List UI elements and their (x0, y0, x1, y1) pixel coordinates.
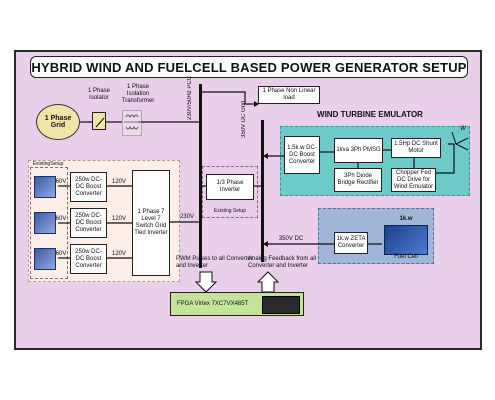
solar-panel-2-icon (34, 212, 56, 234)
boost-converter-2: 250w DC-DC Boost Converter (70, 208, 107, 238)
wind-dcdc-box: 1.5k.w DC-DC Boost Converter (284, 136, 320, 174)
shunt-motor-box: 1.5Hp DC Shunt Motor (391, 138, 441, 158)
fuelcell-dc-label: 350V DC (278, 236, 304, 242)
fuelcell-label: Fuel Cell (394, 254, 418, 260)
grid-circle: 1 Phase Grid (36, 104, 80, 140)
panel-3-voltage: 60V (55, 251, 67, 257)
linear-load-box: 1 Phase Non Linear load (258, 86, 320, 104)
three-phase-existing-dashed (202, 166, 258, 218)
zeta-converter-box: 1k.w ZETA Converter (334, 232, 368, 254)
seven-level-inverter: 1 Phase 7 Level 7 Switch Grid Tied Inver… (132, 170, 170, 276)
transformer-label: 1 Phase Isolation Transformer (121, 84, 155, 104)
fuelcell-icon (384, 225, 428, 255)
wind-symbol-label: W (460, 126, 466, 132)
three-phase-inverter-label: 1/3 Phase Inverter (216, 180, 244, 193)
isolator-switch (92, 112, 106, 130)
shunt-motor-label: 1.5Hp DC Shunt Motor (394, 141, 438, 154)
boost-converter-1: 250w DC-DC Boost Converter (70, 172, 107, 202)
rectifier-label: 3Ph Diode Bridge Rectifier (337, 173, 379, 186)
switch-icon (95, 117, 105, 128)
pcc-label: 230V/50Hz PCC (187, 75, 193, 120)
fpga-board-icon (262, 296, 300, 314)
isolator-label: 1 Phase Isolator (87, 88, 111, 101)
panel-1-voltage: 60V (55, 179, 67, 185)
feedback-label: Analog Feedback from all Converter and I… (248, 256, 317, 269)
three-phase-inverter-box: 1/3 Phase Inverter (206, 174, 254, 200)
pmsg-label: 1kva 3Ph PMSG (336, 147, 381, 153)
boost-converter-2-label: 250w DC-DC Boost Converter (75, 212, 102, 233)
solar-existing-label: ExistingSetup (32, 161, 64, 167)
converter-3-out: 120V (111, 251, 126, 257)
fuelcell-rating: 1k.w (399, 216, 413, 222)
chopper-box: Chopper Fed DC Drive for Wind Emulator (391, 168, 436, 192)
converter-1-out: 120V (111, 179, 126, 185)
transformer-symbol (122, 110, 142, 136)
seven-level-inverter-label: 1 Phase 7 Level 7 Switch Grid Tied Inver… (134, 209, 168, 236)
pwm-label: PWM Pulses to all Converter and Inverter (176, 256, 253, 269)
three-phase-existing-label: Existing Setup (214, 208, 246, 214)
diagram-title: HYBRID WIND AND FUELCELL BASED POWER GEN… (30, 56, 468, 78)
linear-load-label: 1 Phase Non Linear load (262, 88, 316, 101)
grid-label: 1 Phase Grid (44, 115, 72, 129)
inverter-out-label: 230V (179, 214, 194, 220)
solar-panel-1-icon (34, 176, 56, 198)
rectifier-box: 3Ph Diode Bridge Rectifier (334, 168, 382, 192)
boost-converter-3-label: 250w DC-DC Boost Converter (75, 248, 102, 269)
pmsg-box: 1kva 3Ph PMSG (334, 138, 383, 163)
boost-converter-3: 250w DC-DC Boost Converter (70, 244, 107, 274)
zeta-converter-label: 1k.w ZETA Converter (336, 236, 366, 249)
chopper-label: Chopper Fed DC Drive for Wind Emulator (393, 169, 434, 190)
converter-2-out: 120V (111, 216, 126, 222)
dc-grid-label: 350V DC Grid (241, 100, 247, 138)
panel-2-voltage: 60V (55, 216, 67, 222)
boost-converter-1-label: 250w DC-DC Boost Converter (75, 176, 102, 197)
fpga-label: FPGA Virtex 7XC7VX485T (177, 300, 249, 307)
solar-panel-3-icon (34, 248, 56, 270)
wind-title: WIND TURBINE EMULATOR (317, 110, 423, 119)
wind-dcdc-label: 1.5k.w DC-DC Boost Converter (287, 144, 317, 165)
